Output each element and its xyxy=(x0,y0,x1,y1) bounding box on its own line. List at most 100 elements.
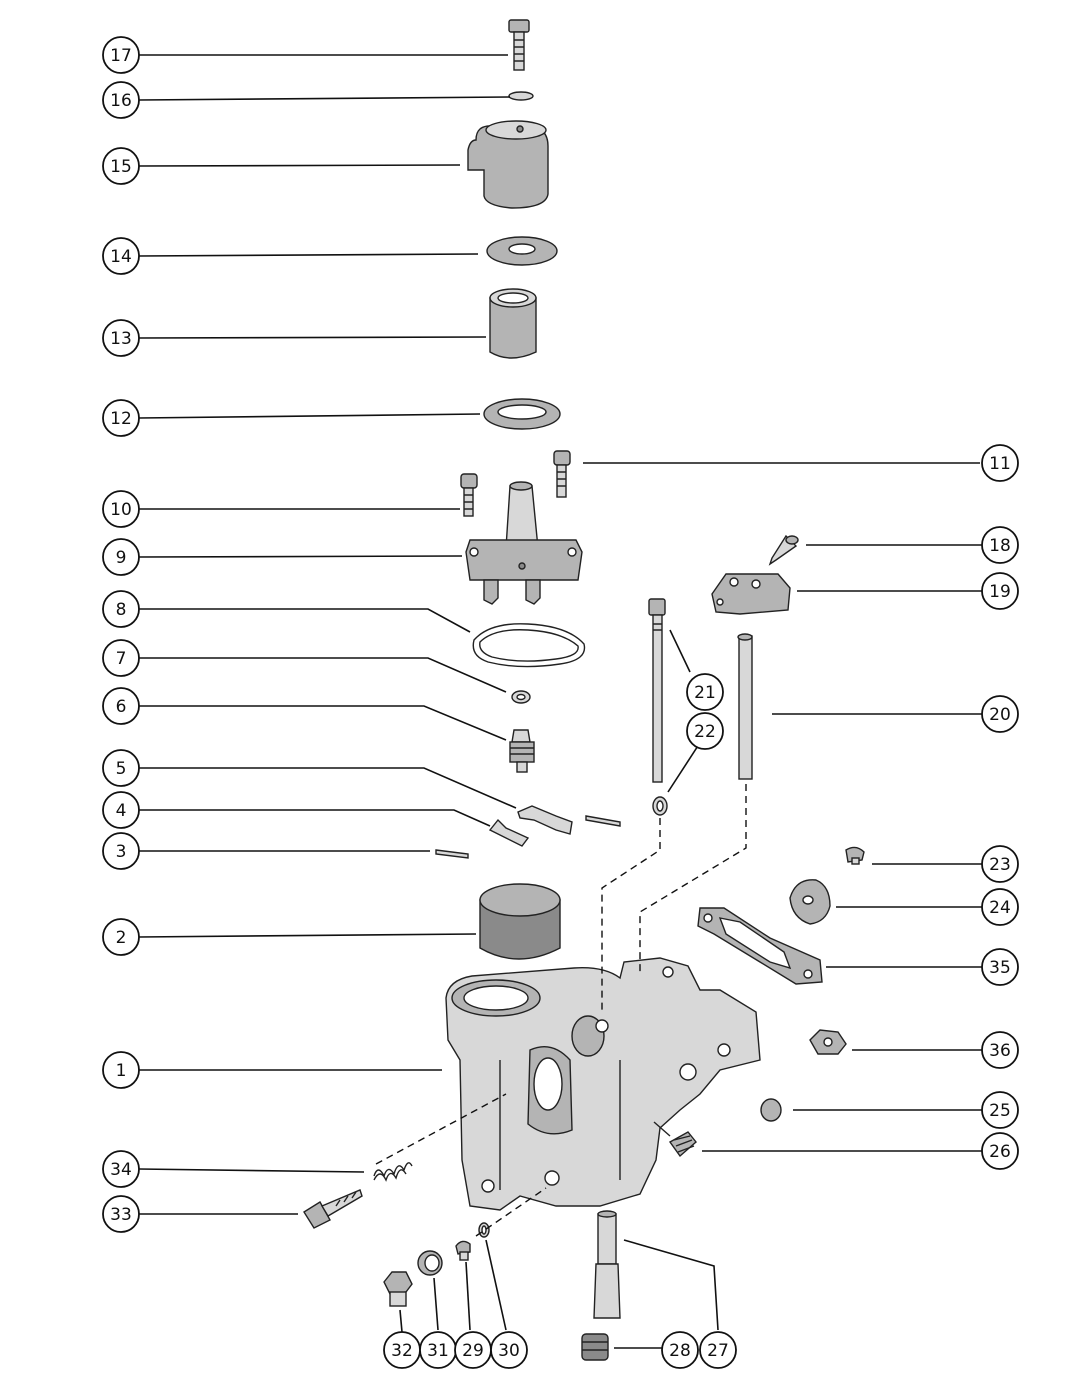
callout: 15 xyxy=(102,147,140,185)
part-20-tube xyxy=(737,633,753,780)
part-30-o-ring xyxy=(478,1222,490,1238)
svg-text:19: 19 xyxy=(989,582,1011,602)
part-15-bowl-cover xyxy=(467,120,549,209)
callout: 16 xyxy=(102,81,140,119)
callout: 25 xyxy=(981,1091,1019,1129)
part-17-screw xyxy=(508,19,530,71)
svg-text:20: 20 xyxy=(989,705,1011,725)
part-10-screw xyxy=(460,473,478,517)
callout: 19 xyxy=(981,572,1019,610)
svg-text:31: 31 xyxy=(427,1341,449,1361)
svg-text:17: 17 xyxy=(110,46,132,66)
callout: 11 xyxy=(981,444,1019,482)
svg-text:5: 5 xyxy=(116,759,127,779)
part-29-jet xyxy=(455,1240,471,1261)
callout: 27 xyxy=(699,1331,737,1369)
parts xyxy=(303,19,865,1361)
callout: 12 xyxy=(102,399,140,437)
svg-text:25: 25 xyxy=(989,1101,1011,1121)
callout: 14 xyxy=(102,237,140,275)
part-1-carburetor-body xyxy=(445,957,761,1211)
part-33-needle-screw xyxy=(303,1189,363,1229)
part-3-pin xyxy=(435,849,469,859)
svg-text:1: 1 xyxy=(116,1061,127,1081)
callout: 2 xyxy=(102,918,140,956)
callout: 1 xyxy=(102,1051,140,1089)
svg-text:21: 21 xyxy=(694,683,716,703)
callout: 18 xyxy=(981,526,1019,564)
part-25-plug xyxy=(760,1098,782,1122)
callout: 7 xyxy=(102,639,140,677)
part-28-plug xyxy=(581,1333,609,1361)
svg-text:6: 6 xyxy=(116,697,127,717)
callout: 34 xyxy=(102,1150,140,1188)
svg-text:35: 35 xyxy=(989,958,1011,978)
part-18-needle xyxy=(768,534,799,566)
callout: 8 xyxy=(102,590,140,628)
svg-text:3: 3 xyxy=(116,842,127,862)
callout: 29 xyxy=(454,1331,492,1369)
svg-text:12: 12 xyxy=(110,409,132,429)
svg-text:28: 28 xyxy=(669,1341,691,1361)
callout: 35 xyxy=(981,948,1019,986)
svg-text:23: 23 xyxy=(989,855,1011,875)
callout: 6 xyxy=(102,687,140,725)
svg-text:7: 7 xyxy=(116,649,127,669)
assembly-dashed-lines xyxy=(375,784,747,1237)
svg-text:2: 2 xyxy=(116,928,127,948)
part-19-bracket xyxy=(711,573,791,615)
svg-text:9: 9 xyxy=(116,548,127,568)
callout: 30 xyxy=(490,1331,528,1369)
part-9-bowl-base xyxy=(465,481,583,605)
svg-text:34: 34 xyxy=(110,1160,132,1180)
part-24-valve xyxy=(789,879,831,925)
callout: 26 xyxy=(981,1132,1019,1170)
svg-text:36: 36 xyxy=(989,1041,1011,1061)
callout: 31 xyxy=(419,1331,457,1369)
callout: 36 xyxy=(981,1031,1019,1069)
part-11-screw xyxy=(553,450,571,498)
callout: 3 xyxy=(102,832,140,870)
svg-text:16: 16 xyxy=(110,91,132,111)
part-21-jet-tube xyxy=(648,598,666,783)
svg-text:22: 22 xyxy=(694,722,716,742)
part-32-plug-screw xyxy=(383,1271,413,1307)
svg-text:24: 24 xyxy=(989,898,1011,918)
callout: 20 xyxy=(981,695,1019,733)
callouts: 17 16 15 14 13 12 11 10 9 18 19 8 21 7 2… xyxy=(102,36,1019,1369)
part-2-float xyxy=(479,883,561,960)
part-7-washer xyxy=(511,690,531,704)
part-22-o-ring xyxy=(652,796,668,816)
part-31-washer xyxy=(417,1250,443,1276)
callout: 33 xyxy=(102,1195,140,1233)
callout: 9 xyxy=(102,538,140,576)
svg-text:32: 32 xyxy=(391,1341,413,1361)
callout: 21 xyxy=(686,673,724,711)
callout: 5 xyxy=(102,749,140,787)
leader-lines xyxy=(138,54,982,1349)
svg-text:26: 26 xyxy=(989,1142,1011,1162)
callout: 23 xyxy=(981,845,1019,883)
part-36-nut xyxy=(809,1029,847,1055)
svg-text:11: 11 xyxy=(989,454,1011,474)
svg-text:30: 30 xyxy=(498,1341,520,1361)
callout: 22 xyxy=(686,712,724,750)
part-34-spring xyxy=(373,1162,413,1182)
callout: 10 xyxy=(102,490,140,528)
svg-text:29: 29 xyxy=(462,1341,484,1361)
callout: 13 xyxy=(102,319,140,357)
callout: 24 xyxy=(981,888,1019,926)
part-12-gasket xyxy=(483,398,561,430)
svg-text:14: 14 xyxy=(110,247,132,267)
part-6-needle-seat xyxy=(509,729,535,773)
svg-text:15: 15 xyxy=(110,157,132,177)
part-23-screw xyxy=(845,846,865,865)
callout: 4 xyxy=(102,791,140,829)
part-13-filter-screen xyxy=(489,288,537,359)
svg-text:33: 33 xyxy=(110,1205,132,1225)
part-35-flange-gasket xyxy=(697,907,823,985)
svg-text:10: 10 xyxy=(110,500,132,520)
svg-text:13: 13 xyxy=(110,329,132,349)
part-8-gasket xyxy=(472,623,586,668)
